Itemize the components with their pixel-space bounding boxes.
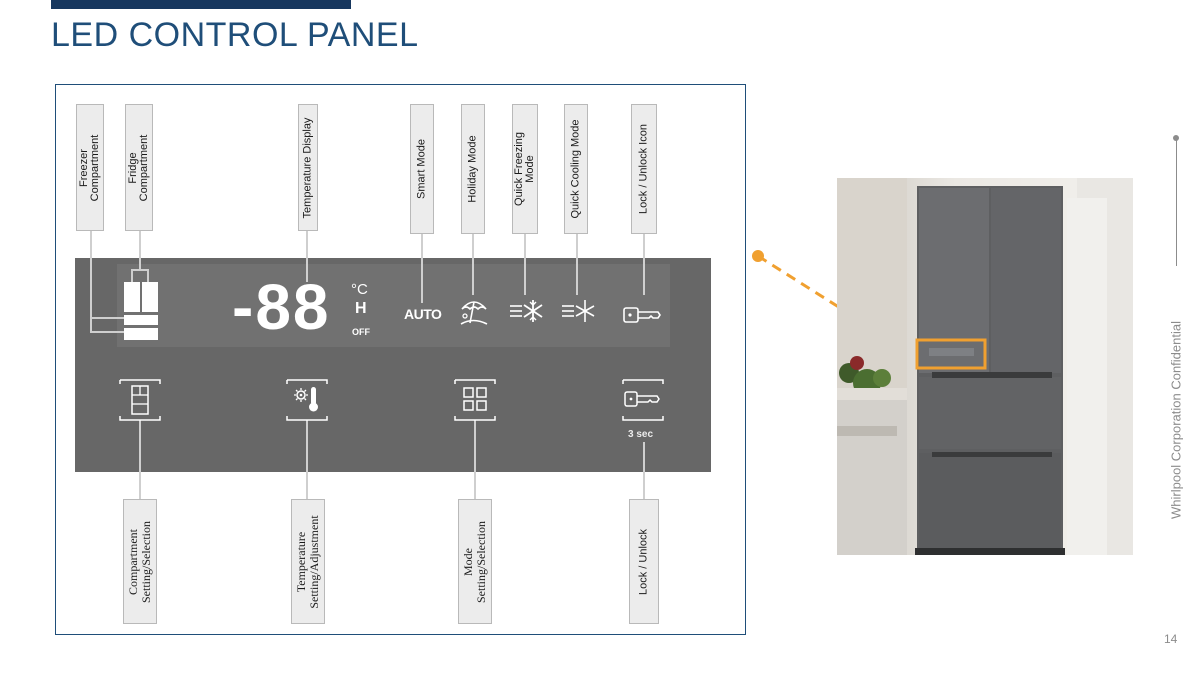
title-accent-bar [51,0,351,9]
label-holiday-mode: Holiday Mode [461,104,485,234]
label-temperature-display: Temperature Display [298,104,318,231]
side-dot [1173,135,1179,141]
grid-icon [454,379,496,421]
label-freezer-line2: Compartment [89,134,101,201]
label-quick-freezing-line2: Mode [524,155,536,183]
off-indicator: OFF [352,327,370,337]
connector-comp-btn-panel [139,420,141,472]
label-smart-mode: Smart Mode [410,104,434,234]
slide-title: LED CONTROL PANEL [51,16,419,54]
connector-temp-display-panel [306,258,308,282]
connector-fridge-panel [139,258,141,270]
label-compartment-line2: Setting/Selection [139,520,153,603]
connector-freezer-panel-h [90,331,125,333]
label-fridge-compartment: Fridge Compartment [125,104,153,231]
connector-qf-panel [524,258,526,295]
freezer-fridge-compartments-icon [124,282,158,340]
temperature-display: -88 [232,271,331,343]
label-mode-line2: Setting/Selection [474,520,488,603]
connector-fridge-panel-l [131,269,133,283]
smart-mode-indicator: AUTO [404,306,442,322]
temperature-button[interactable] [285,378,329,422]
hold-time-label: 3 sec [628,429,654,440]
connector-holiday-panel [472,258,474,295]
connector-smart-panel [421,258,423,303]
connector-temp-display [306,230,308,282]
connector-freezer-panel [90,258,92,333]
fridge-icon [119,379,161,421]
connector-mode-btn-panel [474,420,476,472]
connector-lock-panel [643,258,645,295]
snowflake-icon [510,300,543,322]
label-fridge-line2: Compartment [138,134,150,201]
label-temperature-setting: Temperature Setting/Adjustment [291,499,325,624]
side-line [1176,140,1177,266]
label-temperature-line2: Setting/Adjustment [307,514,321,609]
compartment-button[interactable] [118,378,162,422]
thermometer-icon [286,379,328,421]
connector-fridge-panel-r [147,269,149,283]
label-mode-setting: Mode Setting/Selection [458,499,492,624]
mode-button[interactable] [453,378,497,422]
connector-freezer-panel-h2 [90,317,125,319]
connector-fridge-panel-h [131,269,149,271]
label-freezer-compartment: Freezer Compartment [76,104,104,231]
label-quick-cooling-mode: Quick Cooling Mode [564,104,588,234]
lock-button[interactable] [621,378,665,422]
refrigerator-image [837,178,1133,555]
beach-umbrella-icon [460,301,488,325]
connector-qc-panel [576,258,578,295]
key-icon [623,307,661,323]
page-number: 14 [1164,632,1178,646]
connector-temp-btn-panel [306,420,308,472]
label-compartment-setting: Compartment Setting/Selection [123,499,157,624]
key-icon [622,379,664,421]
label-lock-unlock: Lock / Unlock [629,499,659,624]
label-quick-freezing-mode: Quick Freezing Mode [512,104,538,234]
h-indicator: H [355,300,367,317]
refrigerator-photo [837,178,1133,555]
connector-lock-btn-panel [643,442,645,472]
confidential-notice: Whirlpool Corporation Confidential [1168,321,1184,519]
asterisk-icon [562,300,595,322]
celsius-unit: °C [351,281,368,298]
connector-fridge [139,230,141,270]
label-lock-unlock-icon: Lock / Unlock Icon [631,104,657,234]
